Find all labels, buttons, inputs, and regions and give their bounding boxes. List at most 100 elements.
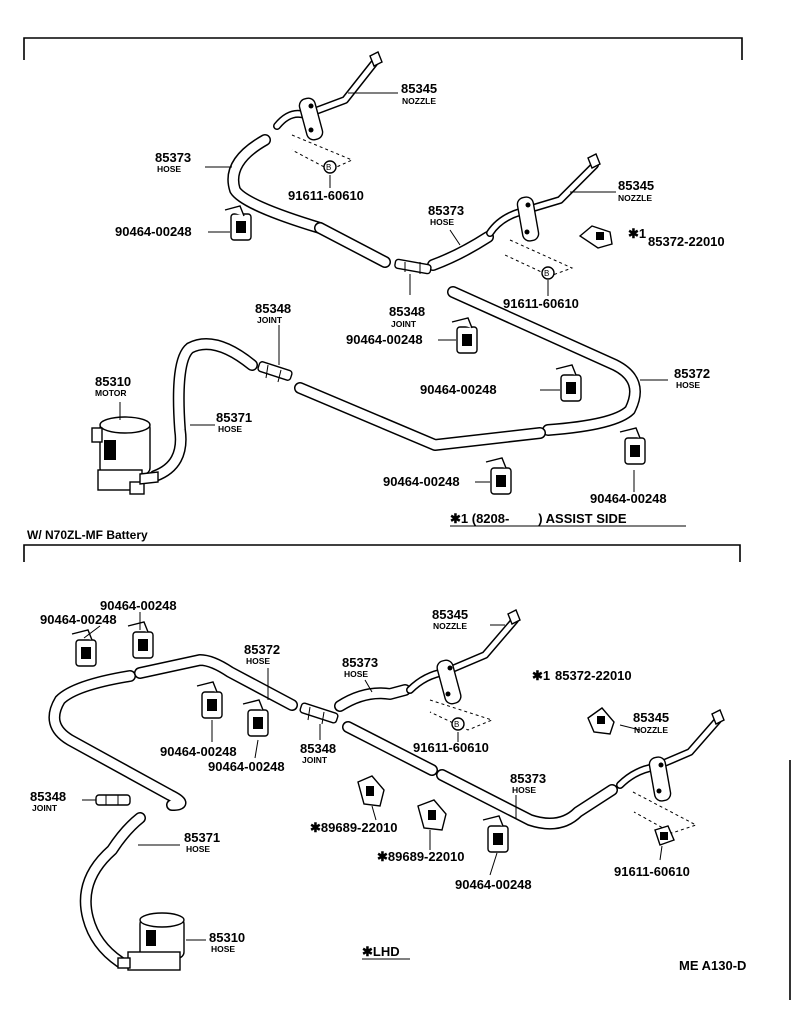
top-motor-number: 85310 [95, 374, 131, 389]
bottom-hose-lower-number: 85373 [510, 771, 546, 786]
top-motor-desc: MOTOR [95, 388, 126, 398]
top-joint-lower-number: 85348 [255, 301, 291, 316]
svg-text:B: B [544, 269, 549, 278]
svg-text:B: B [326, 163, 331, 172]
bottom-joint-left-number: 85348 [30, 789, 66, 804]
bottom-nozzle-1-desc: NOZZLE [433, 621, 467, 631]
bottom-clamp-c [196, 681, 223, 719]
top-hose-long-desc: HOSE [676, 380, 700, 390]
bottom-clip-1 [357, 775, 385, 807]
top-joint-upper-desc: JOINT [391, 319, 417, 329]
top-bolt-1: B [323, 160, 337, 174]
top-nozzle-left-desc: NOZZLE [402, 96, 436, 106]
top-nozzle-left-number: 85345 [401, 81, 437, 96]
bottom-clip-2 [417, 799, 447, 831]
top-clamp-2 [451, 317, 478, 354]
top-bolt-1-number: 91611-60610 [288, 188, 364, 203]
bottom-nozzle-1-number: 85345 [432, 607, 468, 622]
bottom-nozzle-1 [406, 609, 521, 705]
bottom-clamp-b-number: 90464-00248 [100, 598, 177, 613]
top-bolt-2-number: 91611-60610 [503, 296, 579, 311]
top-hose-left-number: 85373 [155, 150, 191, 165]
bottom-joint-center-number: 85348 [300, 741, 336, 756]
bottom-bolt-1-number: 91611-60610 [413, 740, 489, 755]
bottom-hose-motor [79, 812, 146, 968]
top-clamp-4-number: 90464-00248 [383, 474, 460, 489]
bottom-hose-upper-desc: HOSE [344, 669, 368, 679]
top-joint-upper-number: 85348 [389, 304, 425, 319]
bottom-clamp-b [127, 621, 154, 659]
top-bolt-guide-2 [504, 239, 574, 277]
bottom-section-frame [23, 544, 741, 562]
bottom-bolt-2-number: 91611-60610 [614, 864, 690, 879]
top-nozzle-right [486, 153, 601, 242]
bottom-hose-lower-desc: HOSE [512, 785, 536, 795]
bottom-bolt-1: B [451, 717, 465, 731]
top-clamp-3 [555, 364, 582, 402]
bottom-hose-motor-desc: HOSE [186, 844, 210, 854]
bottom-star-part-number: 85372-22010 [555, 668, 632, 683]
bottom-star-part-mark: ✱1 [532, 668, 550, 683]
top-hose-long [149, 286, 641, 482]
bottom-motor-desc: HOSE [211, 944, 235, 954]
bottom-hose-long [48, 654, 298, 811]
top-hose-left [227, 134, 391, 268]
top-nozzle-right-desc: NOZZLE [618, 193, 652, 203]
top-joint-upper [394, 258, 432, 275]
bottom-hose-long-desc: HOSE [246, 656, 270, 666]
top-bolt-guide-1 [291, 134, 354, 171]
bottom-hose-long-number: 85372 [244, 642, 280, 657]
bottom-clamp-d-number: 90464-00248 [208, 759, 285, 774]
bottom-nozzle-2 [616, 709, 725, 802]
top-nozzle-left [273, 51, 383, 141]
top-clamp-1 [224, 205, 252, 241]
bottom-hose-upper [334, 684, 411, 712]
bottom-motor-number: 85310 [209, 930, 245, 945]
bottom-bolt-guide-1 [429, 699, 494, 731]
bottom-joint-center [299, 702, 339, 725]
top-clamp-1-number: 90464-00248 [115, 224, 192, 239]
top-hose-motor-desc: HOSE [218, 424, 242, 434]
bottom-clamp-a-number: 90464-00248 [40, 612, 117, 627]
bottom-lhd-note: ✱LHD [362, 944, 400, 959]
bottom-hose-lower [342, 721, 618, 830]
bottom-joint-left-desc: JOINT [32, 803, 58, 813]
bottom-washer-motor [117, 912, 185, 971]
svg-text:B: B [454, 720, 459, 729]
top-hose-mid-desc: HOSE [430, 217, 454, 227]
top-hose-left-desc: HOSE [157, 164, 181, 174]
bottom-section: B [30, 598, 746, 973]
bottom-bolt-2 [654, 825, 675, 846]
top-clamp-2-number: 90464-00248 [346, 332, 423, 347]
top-nozzle-right-number: 85345 [618, 178, 654, 193]
bottom-clamp-e-number: 90464-00248 [455, 877, 532, 892]
top-joint-lower [257, 361, 293, 383]
bottom-hose-motor-number: 85371 [184, 830, 220, 845]
bottom-hose-upper-number: 85373 [342, 655, 378, 670]
top-clamp-5-number: 90464-00248 [590, 491, 667, 506]
top-hose-motor-number: 85371 [216, 410, 252, 425]
top-bolt-2: B [541, 266, 555, 280]
top-assist-side-note: ✱1 (8208- ) ASSIST SIDE [450, 511, 627, 526]
bottom-joint-left [95, 794, 131, 806]
bottom-clip-1-number: ✱89689-22010 [310, 820, 398, 835]
bottom-star-part [587, 707, 615, 735]
top-hose-long-number: 85372 [674, 366, 710, 381]
bottom-clamp-d [242, 699, 269, 737]
bottom-nozzle-2-number: 85345 [633, 710, 669, 725]
top-star-part-mark: ✱1 [628, 226, 646, 241]
section-caption: W/ N70ZL-MF Battery [27, 528, 148, 542]
bottom-nozzle-2-desc: NOZZLE [634, 725, 668, 735]
bottom-clamp-a [71, 629, 97, 667]
top-section: B B [91, 51, 725, 527]
top-hose-mid [427, 231, 494, 271]
top-clamp-5 [619, 427, 646, 465]
diagram-code: ME A130-D [679, 958, 746, 973]
top-clamp-4 [485, 457, 512, 495]
bottom-clamp-c-number: 90464-00248 [160, 744, 237, 759]
top-hose-mid-number: 85373 [428, 203, 464, 218]
top-washer-motor [91, 416, 159, 495]
top-star-part [578, 225, 613, 249]
bottom-clip-2-number: ✱89689-22010 [377, 849, 465, 864]
